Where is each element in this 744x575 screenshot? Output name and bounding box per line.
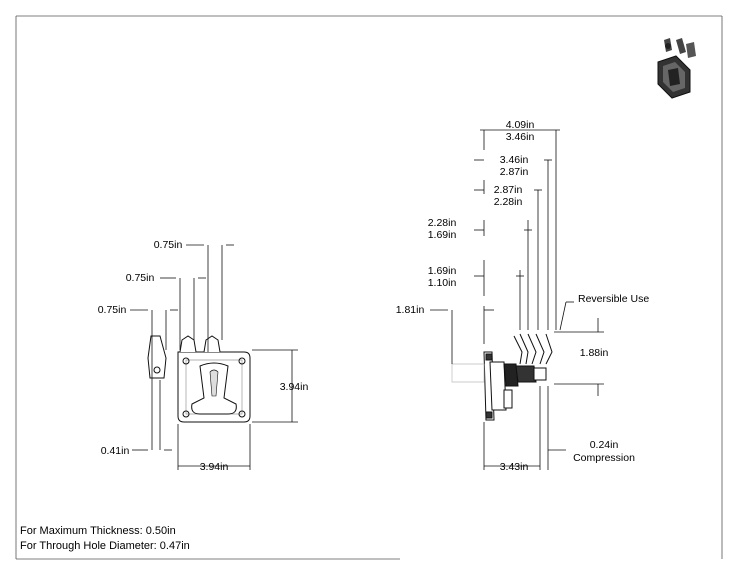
- front-dimensions: [130, 244, 298, 470]
- front-width-label-1: 0.75in: [154, 239, 183, 251]
- side-left-label: 1.81in: [396, 304, 425, 316]
- through-hole-note: For Through Hole Diameter: 0.47in: [20, 540, 190, 552]
- side-dim-a-bottom: 3.46in: [506, 131, 535, 143]
- side-dimensions: [430, 129, 604, 470]
- reversible-use-label: Reversible Use: [578, 293, 649, 305]
- side-height-label: 1.88in: [580, 347, 609, 359]
- side-dim-e-top: 1.69in: [428, 265, 457, 277]
- side-dim-a-top: 4.09in: [506, 119, 535, 131]
- side-bottom-label: 3.43in: [500, 461, 529, 473]
- side-dim-c-bottom: 2.28in: [494, 196, 523, 208]
- side-dim-c-top: 2.87in: [494, 184, 523, 196]
- max-thickness-note: For Maximum Thickness: 0.50in: [20, 525, 176, 537]
- side-dim-b-bottom: 2.87in: [500, 166, 529, 178]
- front-width-label-2: 0.75in: [126, 272, 155, 284]
- compression-value-label: 0.24in: [590, 439, 619, 451]
- compression-label: Compression: [573, 452, 635, 464]
- side-dim-d-top: 2.28in: [428, 217, 457, 229]
- front-plate-height-label: 3.94in: [280, 381, 309, 393]
- side-dim-d-bottom: 1.69in: [428, 229, 457, 241]
- front-offset-label: 0.41in: [101, 445, 130, 457]
- side-dim-e-bottom: 1.10in: [428, 277, 457, 289]
- sheet-border: [15, 15, 723, 560]
- side-dim-b-top: 3.46in: [500, 154, 529, 166]
- front-width-label-3: 0.75in: [98, 304, 127, 316]
- isometric-thumbnail-icon: [657, 38, 696, 99]
- side-view: [451, 333, 553, 421]
- front-plate-width-label: 3.94in: [200, 461, 229, 473]
- front-view: [147, 335, 251, 423]
